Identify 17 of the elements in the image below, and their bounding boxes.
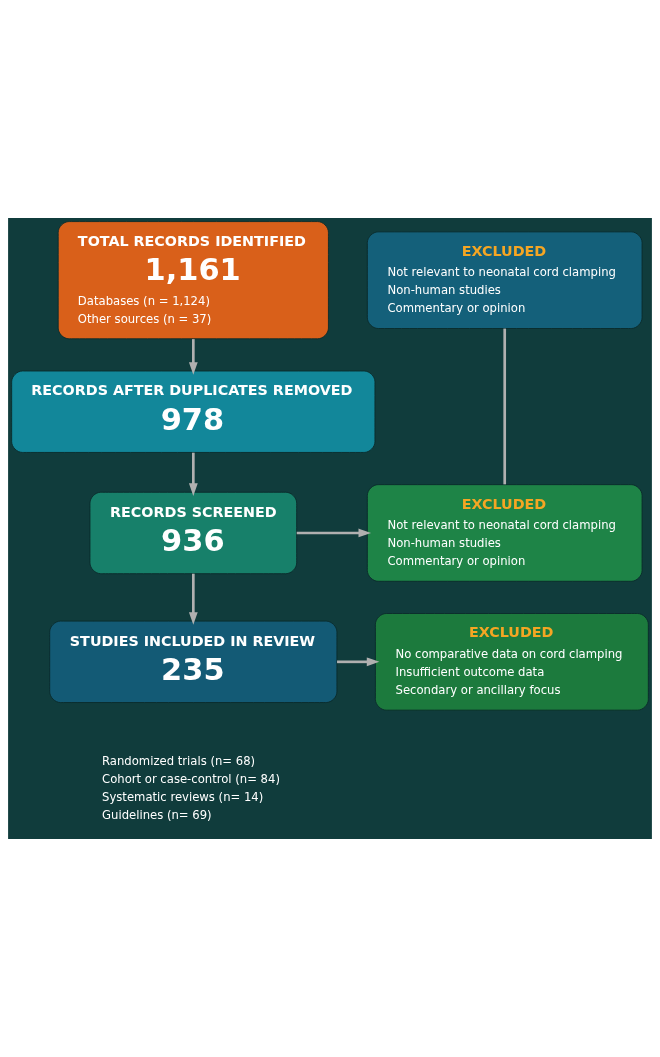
node-box: TOTAL RECORDS IDENTIFIED 1,161 Databases (n = 1,124) Other sources (n = 37) <box>57 221 329 340</box>
arrow <box>188 339 198 375</box>
node-box: RECORDS SCREENED 936 <box>89 491 298 575</box>
arrow <box>188 573 198 625</box>
arrow <box>296 528 372 538</box>
node-label: Cohort or case-control (n= 84) <box>102 771 280 786</box>
arrow <box>337 657 380 667</box>
node-label: Guidelines (n= 69) <box>102 807 212 822</box>
node-box: EXCLUDED Not relevant to neonatal cord clamping Non-human studies Commentary or opinion <box>366 231 643 329</box>
node-box: EXCLUDED Not relevant to neonatal cord clamping Non-human studies Commentary or opinion <box>366 484 643 582</box>
connector <box>503 328 507 485</box>
arrow <box>188 452 198 496</box>
node-label: Randomized trials (n= 68) <box>102 754 256 769</box>
node-box: RECORDS AFTER DUPLICATES REMOVED 978 <box>11 370 376 453</box>
node-box: STUDIES INCLUDED IN REVIEW 235 <box>49 620 338 703</box>
node-box: EXCLUDED No comparative data on cord clamping Insufficient outcome data Secondary or ancillary focus <box>374 613 649 711</box>
node-label: Systematic reviews (n= 14) <box>102 789 264 804</box>
